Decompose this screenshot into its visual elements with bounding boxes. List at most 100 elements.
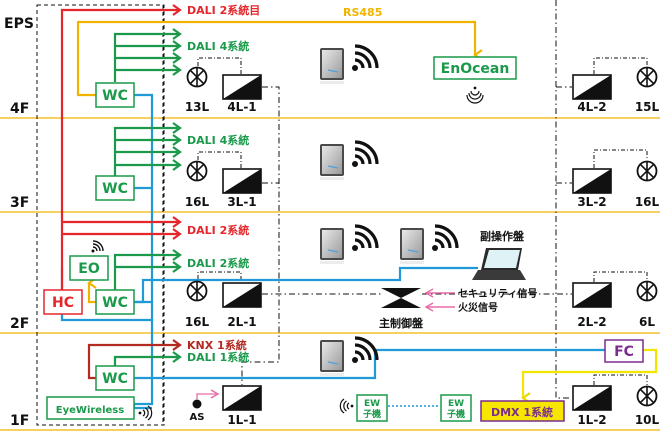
fire-signal-label: 火災信号 — [458, 301, 498, 314]
device-label-1l-1: 1L-1 — [227, 413, 256, 427]
device-label-13l: 13L — [185, 100, 210, 114]
knx-1f-lines — [87, 339, 182, 380]
device-label-2l-2: 2L-2 — [577, 315, 606, 329]
lamp-icon-3f-2 — [636, 160, 658, 182]
dali-2f-lines — [113, 249, 182, 290]
device-label-10l: 10L — [635, 413, 660, 427]
dali-eps-lines — [60, 4, 182, 292]
motion-sensor-icon — [192, 399, 202, 409]
fc-controller[interactable]: FC — [604, 339, 644, 363]
device-label-15l: 15L — [635, 100, 660, 114]
device-label-3l-1: 3L-1 — [227, 195, 256, 209]
fc-label: FC — [614, 344, 634, 360]
dimmer-link-right — [555, 0, 572, 399]
dali-1f-lines — [113, 351, 182, 366]
floor-label-2f: 2F — [10, 316, 29, 332]
laptop-icon — [472, 248, 526, 280]
sensor-signal-arrow — [196, 389, 220, 399]
tablet-wifi-icon-2f-b — [398, 224, 459, 266]
dimmer-icon-4f-2 — [572, 74, 612, 100]
dimmer-icon-4f-1 — [222, 74, 262, 100]
ew-slave-1[interactable]: EW 子機 — [356, 394, 388, 422]
eyewireless-label: EyeWireless — [56, 405, 124, 416]
lamp-icon-4f — [186, 66, 208, 88]
wc-3f-label: WC — [102, 181, 128, 197]
lamp-icon-2f-2 — [636, 280, 658, 302]
dimmer-icon-3f-2 — [572, 168, 612, 194]
wc-2f-label: WC — [102, 295, 128, 311]
floor-label-eps: EPS — [4, 16, 34, 32]
device-label-16l-3f-right: 16L — [635, 195, 660, 209]
eyewireless-wireless-icon — [138, 405, 153, 421]
tablet-wifi-icon-3f — [318, 140, 379, 182]
dmx-line — [521, 348, 658, 404]
main-panel-label: 主制御盤 — [379, 316, 424, 330]
lamp-icon-2f — [186, 280, 208, 302]
floor-label-1f: 1F — [10, 413, 29, 429]
ew-slave-2-line2: 子機 — [447, 408, 465, 420]
rs485-line — [76, 20, 483, 97]
hc-label: HC — [52, 295, 74, 311]
dali-4f-label: DALI 4系統 — [187, 39, 249, 53]
floor-label-3f: 3F — [10, 195, 29, 211]
dali-eps-label: DALI 2系統目 — [187, 3, 260, 17]
main-control-panel[interactable] — [381, 288, 421, 308]
wc-4f-label: WC — [102, 88, 128, 104]
device-label-3l-2: 3L-2 — [577, 195, 606, 209]
dimmer-link-center — [241, 86, 572, 385]
eo-label: EO — [78, 261, 100, 277]
enocean-wireless-icon — [466, 86, 484, 104]
dali-2f-red-label: DALI 2系統 — [187, 223, 249, 237]
lamp-icon-3f — [186, 160, 208, 182]
dali-4f-lines — [113, 28, 182, 82]
lamp-icon-1f-2 — [636, 385, 658, 407]
ew-slave-1-line1: EW — [364, 399, 380, 409]
device-label-2l-1: 2L-1 — [227, 315, 256, 329]
eyewireless-controller[interactable]: EyeWireless — [46, 396, 135, 420]
wc-3f-controller[interactable]: WC — [95, 175, 135, 201]
dimmer-icon-2f-1 — [222, 282, 262, 308]
eo-wireless-icon — [91, 240, 104, 253]
dali-3f-lines — [113, 122, 182, 176]
dimmer-icon-2f-2 — [572, 282, 612, 308]
rs485-label: RS485 — [343, 6, 382, 19]
security-signal-label: セキュリティ信号 — [458, 287, 537, 300]
device-label-16l-2f: 16L — [185, 315, 210, 329]
ew-slave-2-line1: EW — [448, 399, 464, 409]
eps-enclosure — [36, 4, 165, 426]
dimmer-icon-1f-1 — [222, 385, 262, 411]
eo-controller[interactable]: EO — [69, 255, 109, 281]
wc-1f-controller[interactable]: WC — [95, 365, 135, 391]
dimmer-icon-3f-1 — [222, 168, 262, 194]
wc-2f-controller[interactable]: WC — [95, 289, 135, 315]
ew-slave-1-line2: 子機 — [363, 408, 381, 420]
device-label-4l-1: 4L-1 — [227, 100, 256, 114]
sub-panel-label: 副操作盤 — [480, 229, 525, 243]
device-label-4l-2: 4L-2 — [577, 100, 606, 114]
tablet-wifi-icon-2f-a — [318, 224, 379, 266]
lamp-icon-4f-2 — [636, 66, 658, 88]
tablet-wifi-icon-4f — [318, 44, 379, 86]
ew-slave-2[interactable]: EW 子機 — [440, 394, 472, 422]
knx-1f-label: KNX 1系統 — [187, 338, 247, 352]
wc-4f-controller[interactable]: WC — [95, 82, 135, 108]
wc-1f-label: WC — [102, 371, 128, 387]
dali-2f-green-label: DALI 2系統 — [187, 256, 249, 270]
device-label-1l-2: 1L-2 — [577, 413, 606, 427]
dmx-label: DMX 1系統 — [491, 405, 553, 419]
lamp-dimmer-loops — [197, 57, 648, 385]
dmx-node[interactable]: DMX 1系統 — [480, 400, 565, 422]
dimmer-icon-1f-2 — [572, 385, 612, 411]
dali-3f-label: DALI 4系統 — [187, 133, 249, 147]
floor-separators — [0, 117, 660, 431]
tablet-wifi-icon-1f — [318, 336, 379, 378]
floor-label-4f: 4F — [10, 101, 29, 117]
device-label-6l: 6L — [639, 315, 655, 329]
enocean-gateway[interactable]: EnOcean — [433, 56, 517, 80]
ew-wireless-icon — [339, 398, 354, 414]
hc-controller[interactable]: HC — [43, 289, 83, 315]
device-label-as: AS — [190, 412, 205, 423]
wc-to-eo-arrow — [87, 277, 97, 304]
dali-1f-label: DALI 1系統 — [187, 350, 249, 364]
